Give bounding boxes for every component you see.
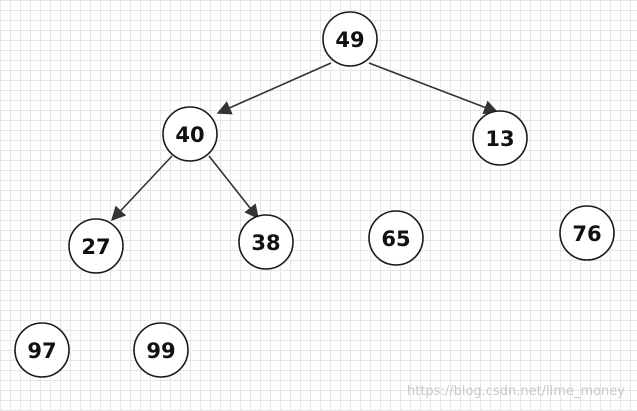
node-label-27: 27 xyxy=(81,235,110,259)
tree-node-40: 40 xyxy=(162,106,218,162)
node-label-76: 76 xyxy=(572,222,601,246)
watermark-text: https://blog.csdn.net/lime_money xyxy=(407,384,625,399)
edge-49-to-13 xyxy=(368,62,499,115)
tree-node-99: 99 xyxy=(133,322,189,378)
node-label-97: 97 xyxy=(27,339,56,363)
node-label-65: 65 xyxy=(381,227,410,251)
tree-node-27: 27 xyxy=(68,218,124,274)
edge-49-to-40 xyxy=(216,62,332,115)
edge-40-to-38 xyxy=(208,155,259,220)
node-label-49: 49 xyxy=(335,28,364,52)
tree-node-76: 76 xyxy=(559,205,615,261)
node-label-99: 99 xyxy=(146,339,175,363)
node-label-13: 13 xyxy=(485,127,514,151)
tree-node-13: 13 xyxy=(472,110,528,166)
edge-40-to-27 xyxy=(111,155,173,222)
tree-node-38: 38 xyxy=(238,214,294,270)
tree-node-49: 49 xyxy=(322,11,378,67)
node-label-40: 40 xyxy=(175,123,204,147)
tree-node-97: 97 xyxy=(14,322,70,378)
node-label-38: 38 xyxy=(251,231,280,255)
tree-node-65: 65 xyxy=(368,210,424,266)
